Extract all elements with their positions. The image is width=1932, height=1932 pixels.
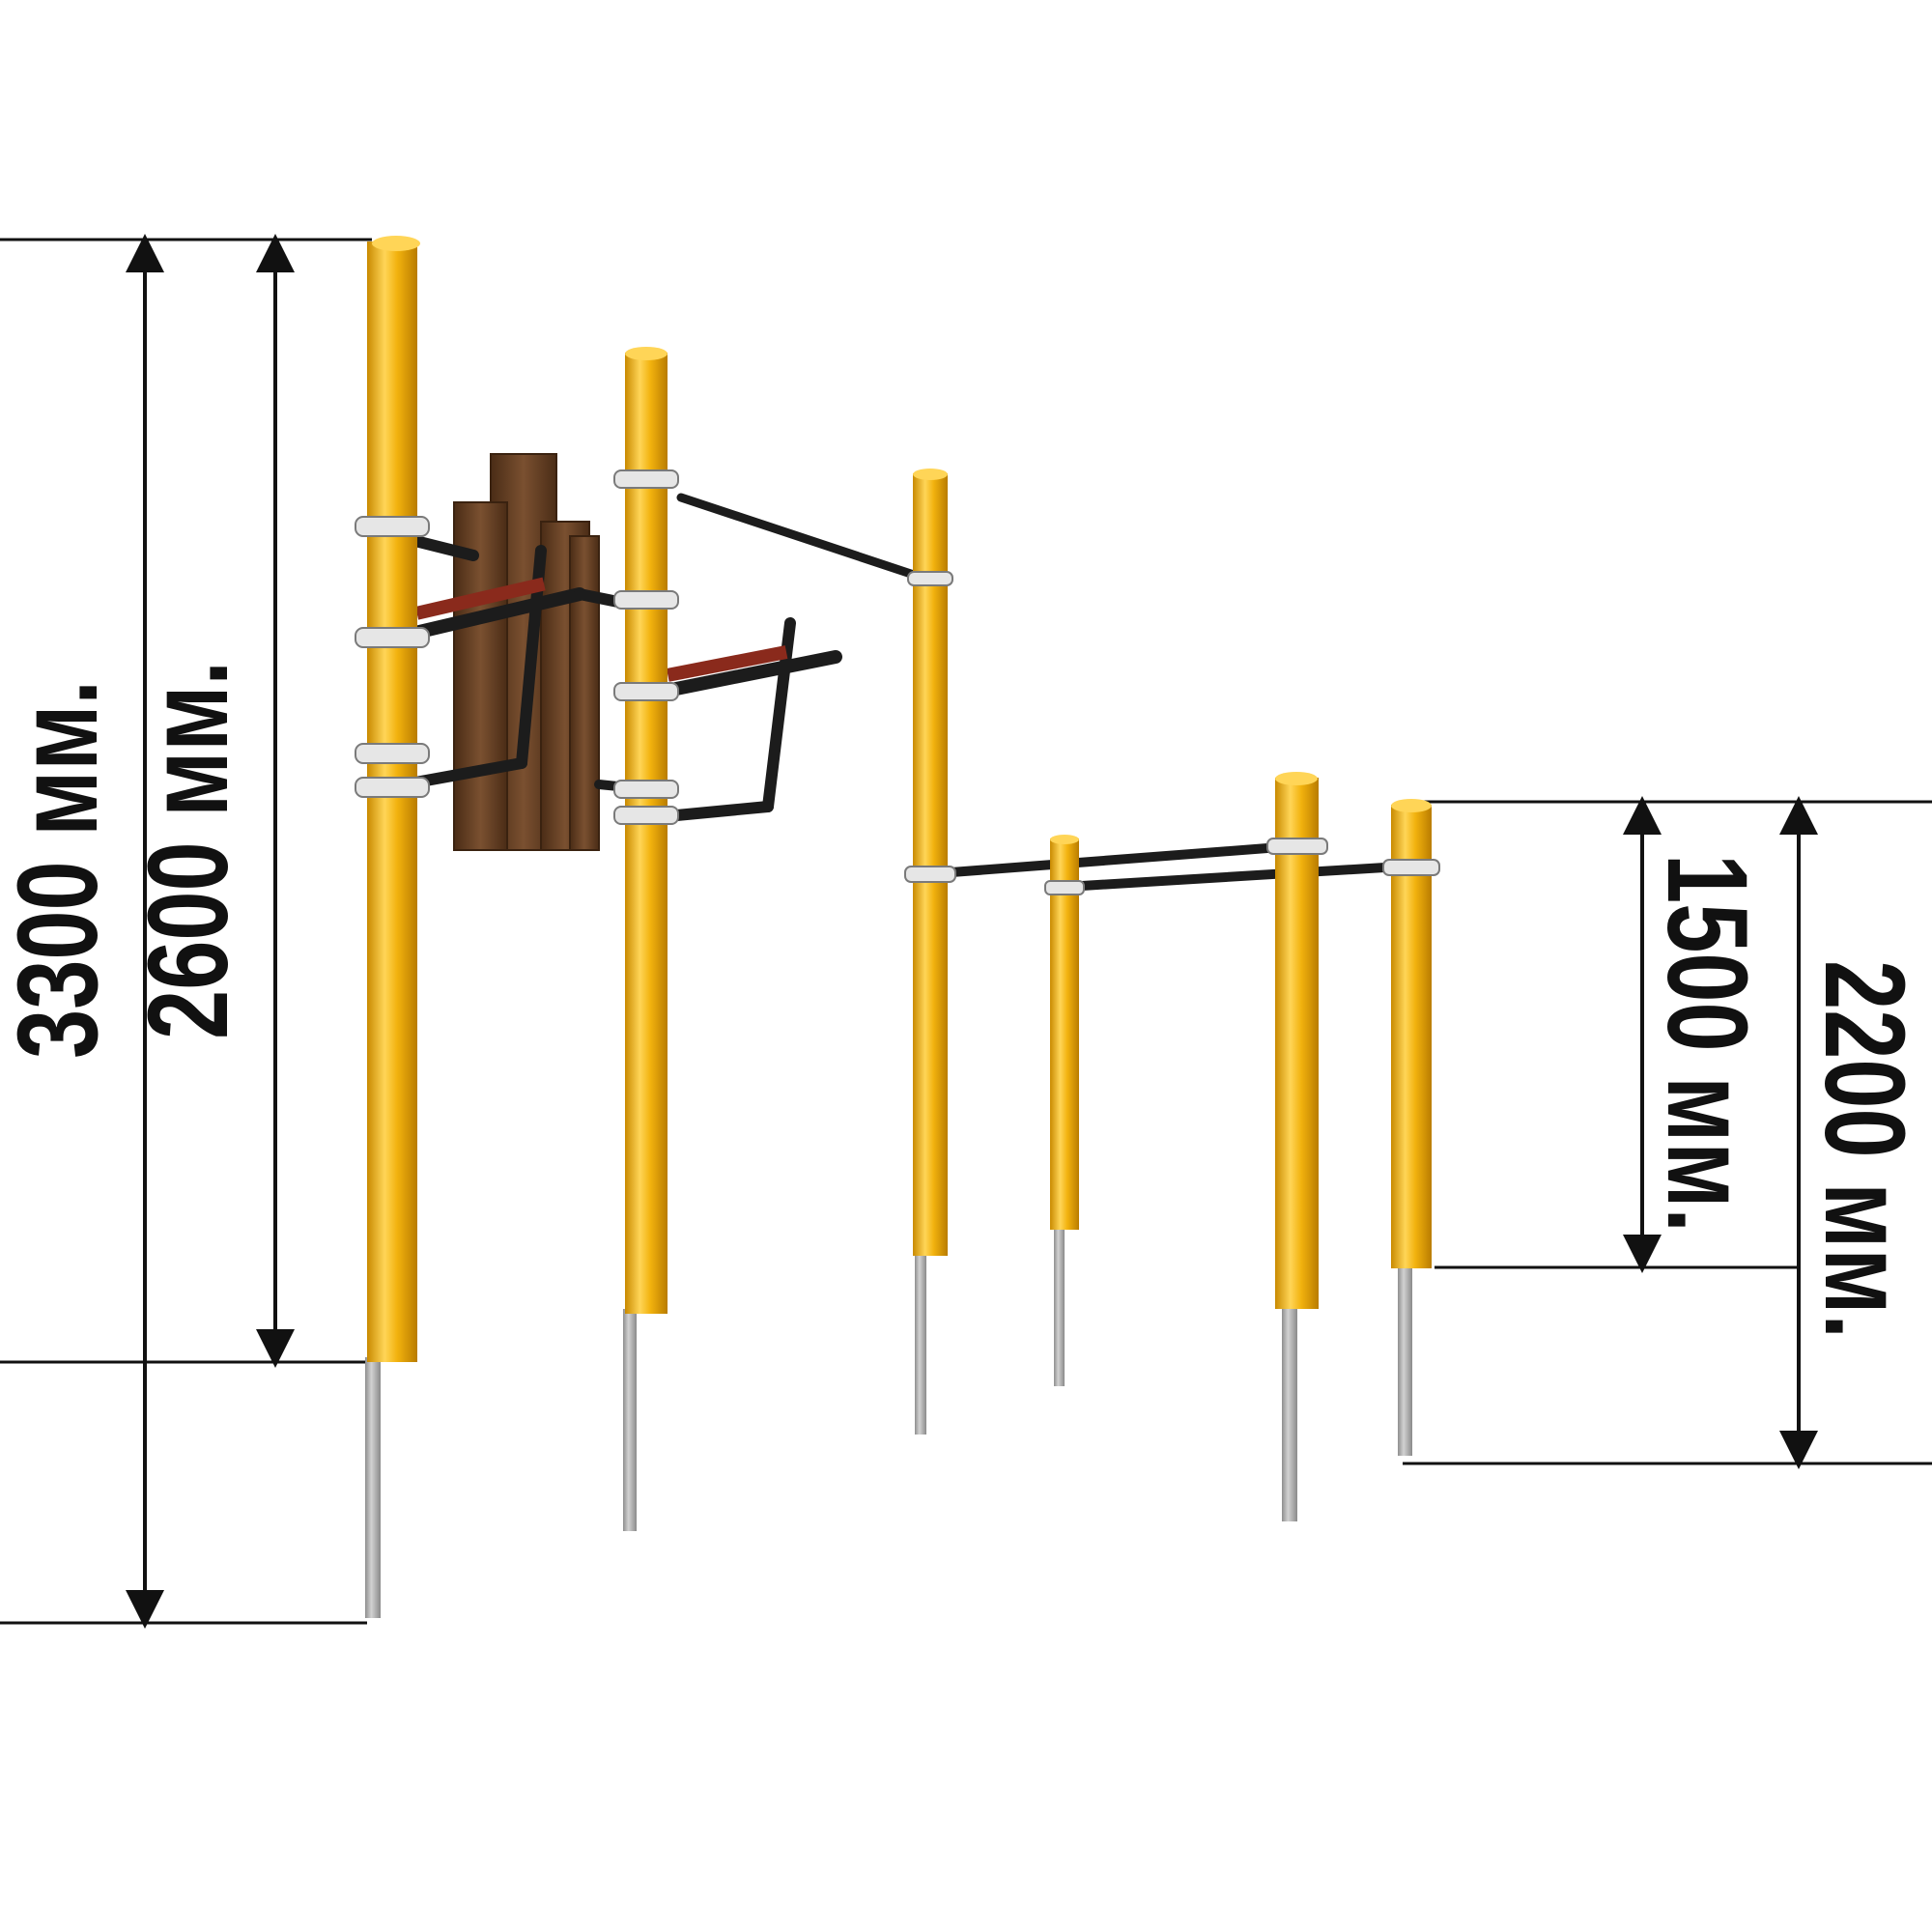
pullup-bar-low-front <box>947 842 1285 877</box>
clamp-post2-b <box>613 590 679 610</box>
left-dimension-lines <box>0 234 372 1629</box>
post-3 <box>913 469 948 1435</box>
dim-label-3300: 3300 мм. <box>0 680 122 1059</box>
post-6 <box>1391 799 1432 1456</box>
dip-bar-left-bottom <box>410 757 527 788</box>
post-5 <box>1275 772 1319 1521</box>
post-1 <box>365 236 420 1618</box>
bar-upper-left-connector <box>410 535 479 561</box>
post-5-yellow-sleeve <box>1275 778 1319 1309</box>
clamp-post3-a <box>907 571 953 586</box>
post-6-steel-base <box>1398 1267 1412 1456</box>
post-2 <box>623 347 668 1531</box>
right-dimension-lines <box>1399 796 1932 1469</box>
clamps <box>355 469 1440 895</box>
post-1-cap <box>372 236 420 251</box>
post-3-cap <box>913 469 948 480</box>
post-2-steel-base <box>623 1309 637 1531</box>
clamp-post3-b <box>904 866 956 883</box>
clamp-post4-a <box>1044 880 1085 895</box>
wood-plank-left <box>453 501 508 851</box>
pullup-bar-low-back <box>1077 862 1406 891</box>
post-4-yellow-sleeve <box>1050 838 1079 1230</box>
post-6-cap <box>1391 799 1432 812</box>
clamp-post1-b <box>355 627 430 648</box>
post-4 <box>1050 835 1079 1386</box>
dip-bar-right-bottom <box>661 801 774 822</box>
dip-bar-left-top <box>409 587 586 639</box>
post-3-yellow-sleeve <box>913 473 948 1256</box>
clamp-post5-a <box>1266 838 1328 855</box>
post-4-steel-base <box>1054 1227 1065 1386</box>
post-1-yellow-sleeve <box>367 242 417 1362</box>
clamp-post6-a <box>1382 859 1440 876</box>
post-1-steel-base <box>365 1357 381 1618</box>
dip-pad-right <box>666 645 788 682</box>
dip-bar-right-top <box>660 650 842 697</box>
clamp-post2-c <box>613 682 679 701</box>
dip-pad-left <box>415 577 546 620</box>
post-3-steel-base <box>915 1251 926 1435</box>
post-6-yellow-sleeve <box>1391 805 1432 1268</box>
clamp-post2-e <box>613 806 679 825</box>
wooden-climbing-board <box>453 453 600 851</box>
clamp-post2-a <box>613 469 679 489</box>
dim-label-1500: 1500 мм. <box>1643 854 1771 1233</box>
post-2-cap <box>625 347 668 360</box>
clamp-post1-c <box>355 743 430 764</box>
post-4-cap <box>1050 835 1079 844</box>
clamp-post1-d <box>355 777 430 798</box>
post-5-steel-base <box>1282 1304 1297 1521</box>
clamp-post1-a <box>355 516 430 537</box>
pullup-bar-high <box>676 493 927 582</box>
post-2-yellow-sleeve <box>625 353 668 1314</box>
wood-plank-right <box>569 535 600 851</box>
clamp-post2-d <box>613 780 679 799</box>
dim-label-2200: 2200 мм. <box>1801 960 1928 1339</box>
dim-label-2600: 2600 мм. <box>125 661 252 1039</box>
post-5-cap <box>1275 772 1318 785</box>
